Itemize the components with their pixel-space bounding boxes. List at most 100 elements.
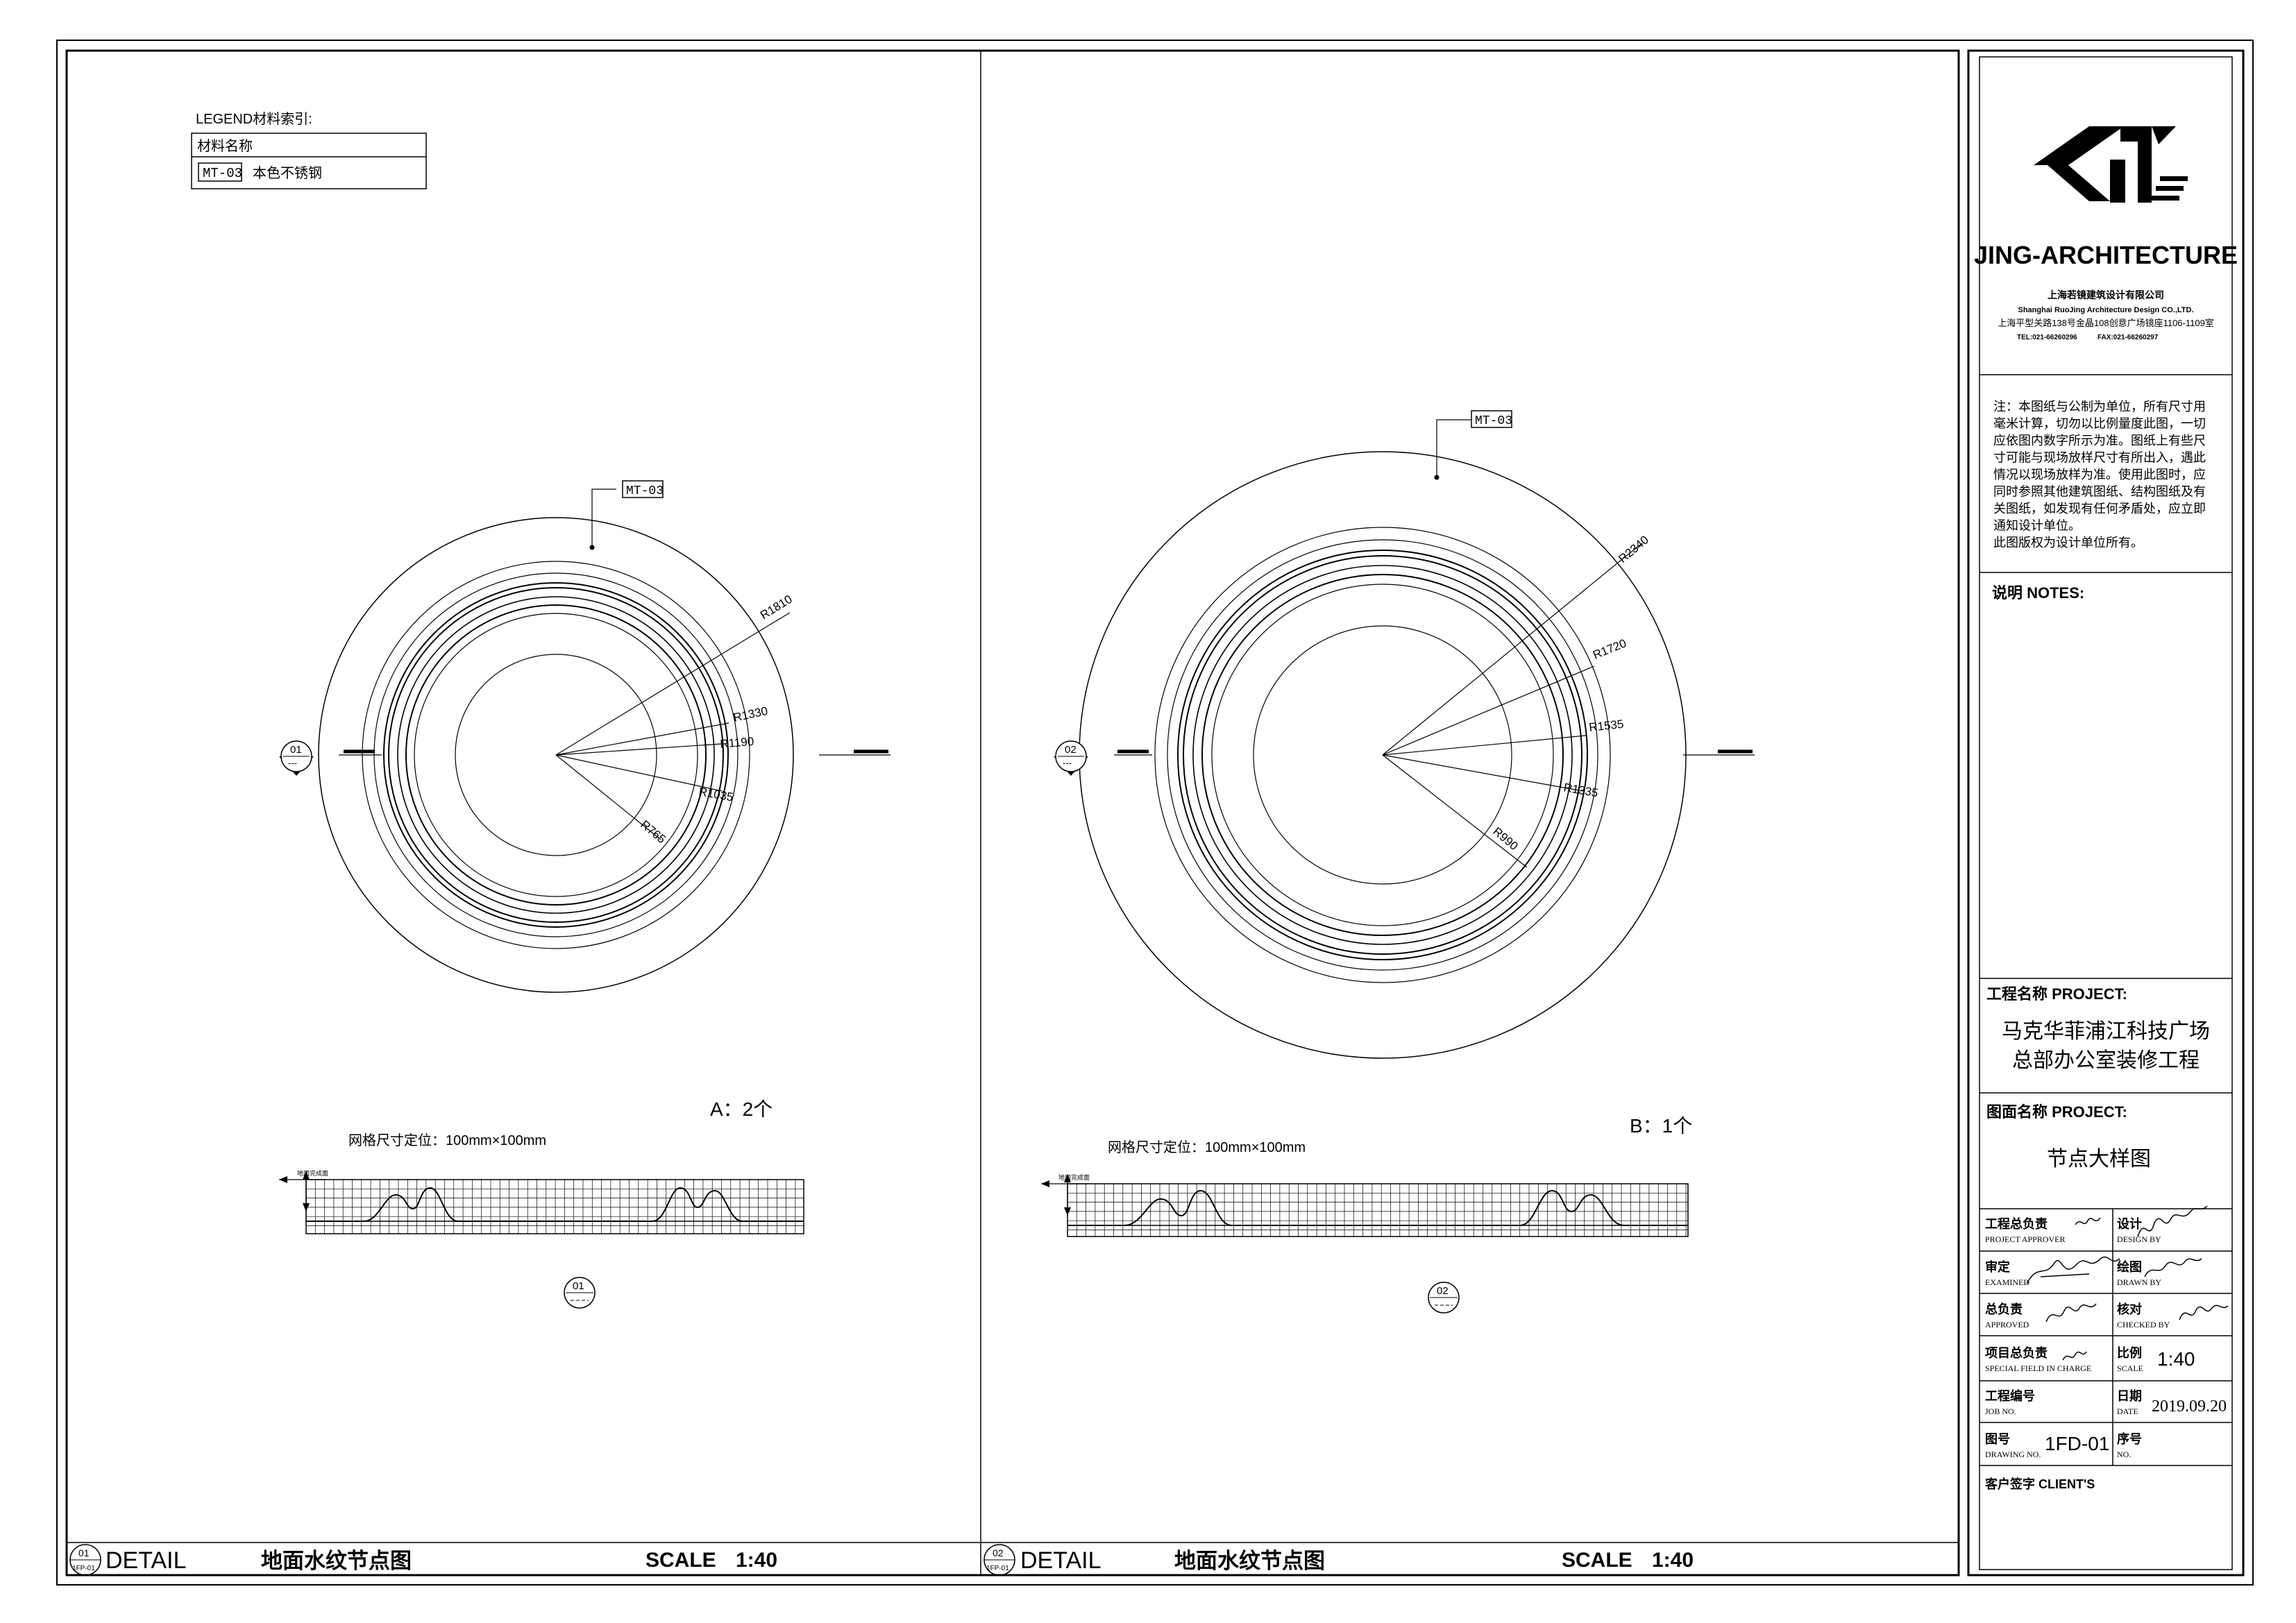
date-en: DATE	[2117, 1407, 2138, 1416]
ring-b-9	[1253, 625, 1512, 885]
ring-a-8	[414, 613, 698, 897]
ring-a-7	[405, 604, 707, 906]
radius-label-b-4: R1335	[1562, 781, 1599, 799]
radius-label-b-2: R1720	[1591, 636, 1628, 661]
radius-label-a-2: R1330	[732, 704, 769, 724]
radius-b-5	[1382, 754, 1528, 868]
company-en: Shanghai RuoJing Architecture Design CO.…	[2018, 306, 2193, 314]
ring-b-2	[1154, 527, 1611, 983]
date-cn: 日期	[2117, 1389, 2142, 1403]
job-cn: 工程编号	[1985, 1388, 2035, 1403]
design-en: DESIGN BY	[2117, 1234, 2161, 1244]
bottom-title-2-name: 地面水纹节点图	[1174, 1549, 1325, 1573]
scale-cn: 比例	[2117, 1345, 2142, 1360]
radius-a-4	[555, 754, 723, 792]
title-block-frame	[1967, 49, 2245, 1577]
project-label: 工程名称 PROJECT:	[1986, 985, 2127, 1003]
bottom-title-2-scale-label: SCALE	[1562, 1549, 1632, 1572]
section-marker-a: 01 ---	[279, 740, 314, 776]
company-tel: TEL:021-66260296	[2017, 334, 2077, 341]
section-marker-b-num: 02	[1065, 744, 1077, 756]
radius-a-3	[555, 743, 723, 756]
approver-en: PROJECT APPROVER	[1985, 1234, 2065, 1244]
radius-a-2	[555, 722, 729, 756]
radius-label-b-1: R2340	[1616, 533, 1651, 566]
radius-label-b-3: R1535	[1588, 717, 1624, 734]
bottom-title-2-num: 02	[993, 1547, 1004, 1558]
grid-note-a: 网格尺寸定位：100mm×100mm	[348, 1132, 546, 1148]
note-line: 应依图内数字所示为准。图纸上有些尺	[1993, 434, 2206, 448]
note-line: 毫米计算，切勿以比例量度此图，一切	[1993, 417, 2206, 431]
drawing-no-en: DRAWING NO.	[1985, 1450, 2041, 1459]
radius-b-4	[1382, 754, 1583, 792]
title-block: JING-ARCHITECTURE 上海若镜建筑设计有限公司 Shanghai …	[1974, 126, 2238, 1491]
drawn-cn: 绘图	[2117, 1259, 2142, 1274]
material-tag-a: MT-03	[626, 484, 664, 498]
detail-b-labels: MT-03 R2340 R1720 R1535 R1335 R990	[1471, 410, 1651, 853]
approved-cn: 总负责	[1985, 1302, 2023, 1316]
detail-b-plan	[1079, 419, 1755, 1059]
scale-value: 1:40	[2157, 1348, 2195, 1370]
ring-b-8	[1211, 584, 1554, 926]
approver-cn: 工程总负责	[1985, 1216, 2048, 1231]
radius-b-3	[1382, 735, 1587, 756]
client-signature-label: 客户签字 CLIENT'S	[1985, 1477, 2095, 1491]
note-line: 同时参照其他建筑图纸、结构图纸及有	[1993, 485, 2206, 499]
drawing-frame	[65, 49, 1960, 1577]
bottom-title-1-scale: 1:40	[736, 1549, 777, 1572]
examined-cn: 审定	[1985, 1259, 2010, 1274]
note-line: 寸可能与现场放样尺寸有所出入，遇此	[1993, 451, 2206, 465]
bottom-title-2-detail: DETAIL	[1020, 1547, 1101, 1574]
company-cn: 上海若镜建筑设计有限公司	[2048, 289, 2164, 300]
company-fax: FAX:021-66260297	[2097, 334, 2159, 341]
drawn-en: DRAWN BY	[2117, 1277, 2161, 1287]
radius-b-1	[1382, 556, 1626, 756]
ring-a-1	[318, 517, 794, 993]
section-marker-a-num: 01	[290, 744, 302, 756]
special-cn: 项目总负责	[1985, 1345, 2048, 1360]
bottom-title-2-scale: 1:40	[1652, 1549, 1694, 1572]
detail-a-plan	[318, 488, 890, 993]
ring-b-5	[1183, 555, 1582, 955]
grid-b	[1041, 1174, 1689, 1237]
bottom-marker-a: 01	[564, 1277, 596, 1309]
section-marker-b: 02 ---	[1054, 740, 1088, 776]
checked-en: CHECKED BY	[2117, 1320, 2170, 1329]
note-line: 关图纸，如发现有任何矛盾处，应立即	[1993, 502, 2206, 516]
project-name-line2: 总部办公室装修工程	[2012, 1049, 2200, 1072]
job-en: JOB NO.	[1985, 1407, 2016, 1416]
ring-b-6	[1192, 565, 1573, 945]
bottom-title-1-detail: DETAIL	[105, 1547, 187, 1574]
section-marker-b-sub: ---	[1063, 758, 1072, 768]
legend-code: MT-03	[203, 166, 242, 181]
drawing-name: 节点大样图	[2047, 1148, 2151, 1171]
radius-label-b-5: R990	[1490, 825, 1520, 853]
grid-axis-label-a: 地面完成面	[297, 1169, 328, 1177]
bottom-marker-a-num: 01	[573, 1280, 584, 1292]
ring-a-9	[455, 654, 657, 856]
scale-en: SCALE	[2117, 1363, 2143, 1373]
notes-label: 说明 NOTES:	[1992, 584, 2084, 602]
company-address: 上海平型关路138号金晶108创意广场镜座1106-1109室	[1998, 318, 2214, 328]
material-tag-b: MT-03	[1475, 414, 1512, 428]
section-marker-a-sub: ---	[288, 758, 297, 768]
design-cn: 设计	[2117, 1216, 2142, 1231]
drawing-no-value: 1FD-01	[2045, 1433, 2109, 1454]
signature-marks	[2026, 1205, 2229, 1361]
outer-frame	[56, 40, 2254, 1586]
ring-b-4	[1177, 550, 1588, 960]
drawing-no-cn: 图号	[1985, 1432, 2010, 1446]
brand-name: JING-ARCHITECTURE	[1974, 241, 2238, 269]
note-line: 注：本图纸与公制为单位，所有尺寸用	[1993, 400, 2206, 414]
quantity-a: A：2个	[710, 1098, 773, 1120]
ring-a-6	[397, 596, 715, 914]
seq-en: NO.	[2117, 1450, 2131, 1459]
note-line: 此图版权为设计单位所有。	[1993, 536, 2143, 550]
checked-cn: 核对	[2117, 1302, 2142, 1316]
legend-title: LEGEND材料索引:	[196, 111, 312, 127]
seq-cn: 序号	[2117, 1431, 2142, 1446]
legend-material: 本色不锈钢	[253, 165, 322, 181]
radius-label-a-3: R1190	[720, 735, 754, 751]
detail-a-labels: MT-03 R1810 R1330 R1190 R1035 R765	[622, 480, 795, 846]
